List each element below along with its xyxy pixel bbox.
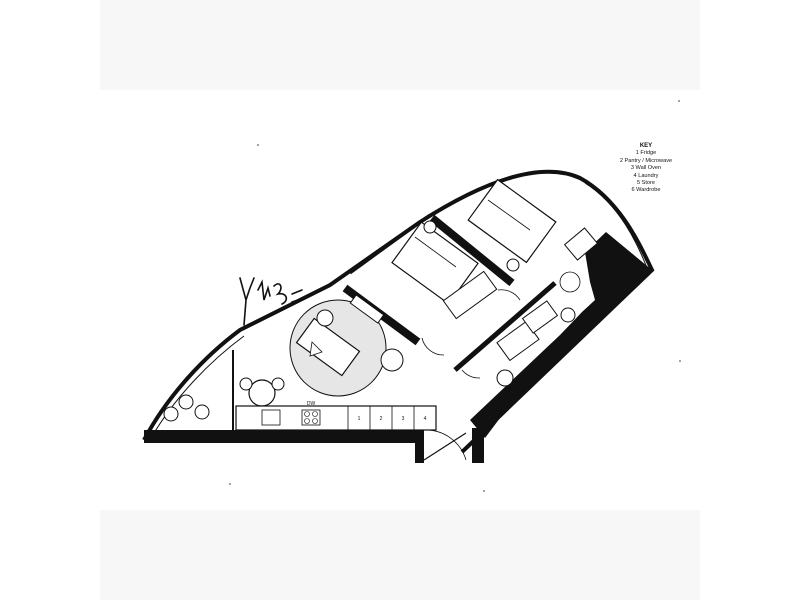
key-item-pantry: 2 Pantry / Microwave [619,157,673,164]
bedroom-door-swing [421,337,445,356]
balcony-chair-1 [163,406,179,422]
bed-1 [391,221,479,305]
sofa [295,317,361,377]
ensuite-door-swing [497,289,521,301]
wardrobe-1 [442,270,498,320]
scan-speck [229,483,231,485]
kitchen-sink [261,409,281,426]
core-wall-west [453,281,557,372]
south-wall [144,430,416,443]
key-title: KEY [639,143,653,149]
bench-number-4: 4 [424,416,427,422]
laundry-unit [563,227,599,261]
bench-number-1: 1 [358,416,361,422]
scan-band-bottom [100,510,700,600]
key-item-store: 5 Store [636,180,656,187]
coffee-table [316,309,334,327]
bedside-lamp-1 [423,220,437,234]
tv-unit [349,294,385,324]
balcony-chair-2 [194,404,210,420]
bed-2 [467,178,557,264]
entry-wall-left [415,430,424,463]
key-item-fridge: 1 Fridge [635,150,657,157]
scan-speck [679,360,681,362]
dishwasher-label: DW [307,401,316,407]
scan-band-top [100,0,700,90]
balcony-table [178,394,194,410]
bench-number-3: 3 [402,416,405,422]
key-item-laundry: 4 Laundry [633,172,659,179]
key-item-wall-oven: 3 Wall Oven [630,165,662,172]
dining-table [248,379,276,407]
facade-glazing-east [584,182,648,269]
bathroom-door-swing [461,369,481,379]
key-legend: KEY 1 Fridge 2 Pantry / Microwave 3 Wall… [604,143,688,195]
shower-drain [559,271,581,293]
bench-number-2: 2 [380,416,383,422]
cooktop [301,409,321,426]
ensuite-toilet [560,307,576,323]
facade-glazing [150,335,245,439]
bedroom-wall-north [349,213,431,275]
dining-chair-1 [239,377,253,391]
entry-door-leaf [423,432,467,461]
dining-chair-2 [271,377,285,391]
service-core [470,232,652,438]
armchair [380,348,404,372]
scan-speck [678,100,680,102]
scan-speck [257,144,259,146]
signature-mark [239,277,305,326]
key-item-wardrobe: 6 Wardrobe [631,187,661,194]
scan-speck [483,490,485,492]
toilet [496,369,514,387]
bedroom-divider-wall [429,214,515,287]
bedside-lamp-2 [506,258,520,272]
entry-wall-right [472,428,484,463]
ensuite-vanity [521,300,559,334]
